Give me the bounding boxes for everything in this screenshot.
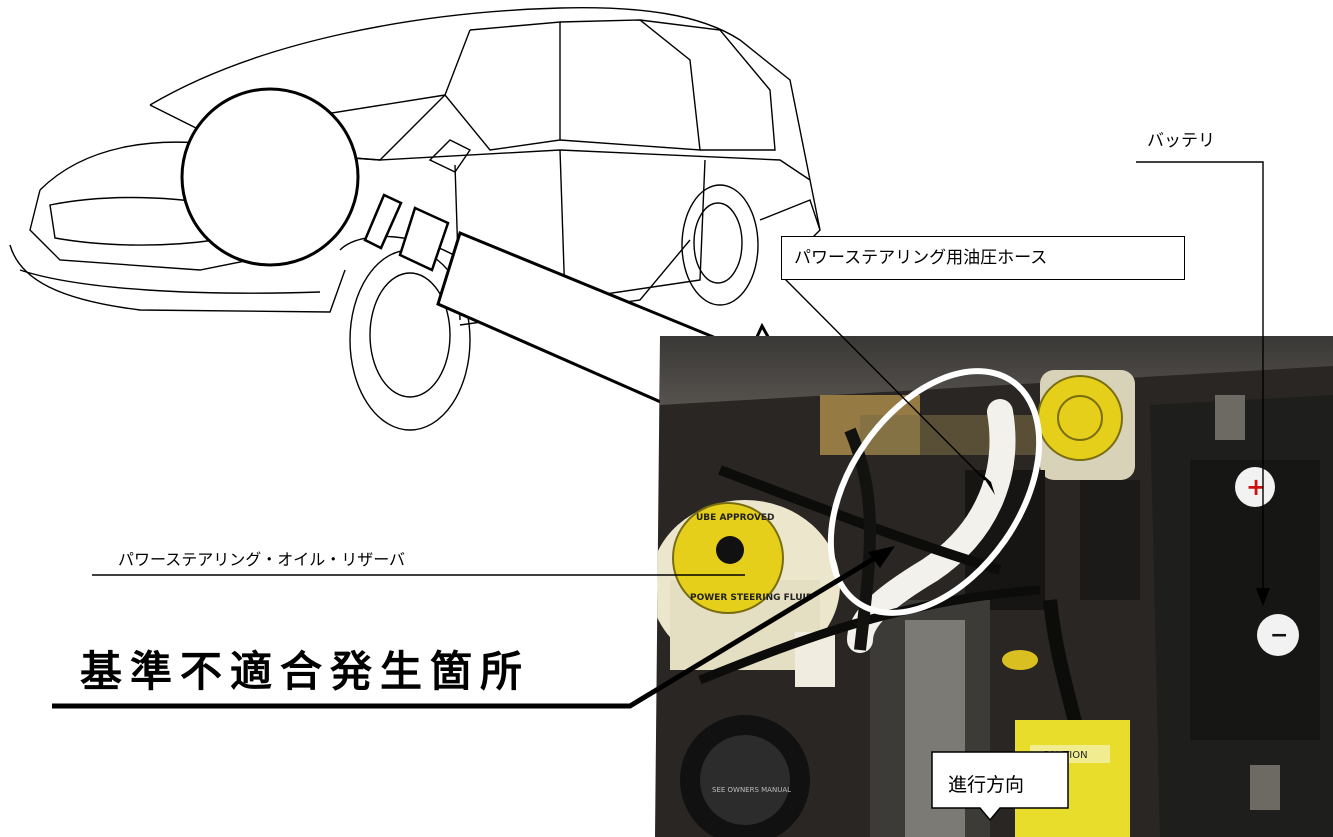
direction-arrow-box	[931, 751, 1069, 822]
battery-label: バッテリ	[1147, 131, 1215, 151]
engine-bay-photo: UBE APPROVED POWER STEERING FLUID SEE OW…	[655, 336, 1333, 837]
battery-plus-sign: +	[1246, 473, 1266, 501]
defect-highlight-ellipse	[827, 368, 1043, 616]
cap-text-fluid: POWER STEERING FLUID	[690, 593, 813, 603]
defect-location-label: 基準不適合発生箇所	[80, 647, 531, 696]
defect-leader-arrowhead	[868, 546, 895, 568]
battery-leader-arrowhead	[1256, 588, 1270, 606]
cap-text-manual: SEE OWNERS MANUAL	[712, 786, 791, 794]
leader-lines	[52, 161, 1270, 709]
ps-hose-leader	[784, 278, 986, 481]
defect-leader	[52, 552, 882, 709]
ps-reservoir-label: パワーステアリング・オイル・リザーバ	[118, 550, 406, 569]
ps-hose-leader-arrowhead	[980, 472, 995, 495]
callout-bar-2	[398, 206, 450, 272]
callout-circle	[180, 87, 360, 267]
cap-text-top: UBE APPROVED	[696, 513, 775, 523]
battery-leader	[1136, 161, 1264, 590]
ps-hose-label: パワーステアリング用油圧ホース	[781, 236, 1185, 280]
callout-bar-1	[363, 193, 403, 250]
direction-of-travel-label: 進行方向	[948, 774, 1025, 796]
battery-minus-sign: −	[1270, 623, 1288, 648]
